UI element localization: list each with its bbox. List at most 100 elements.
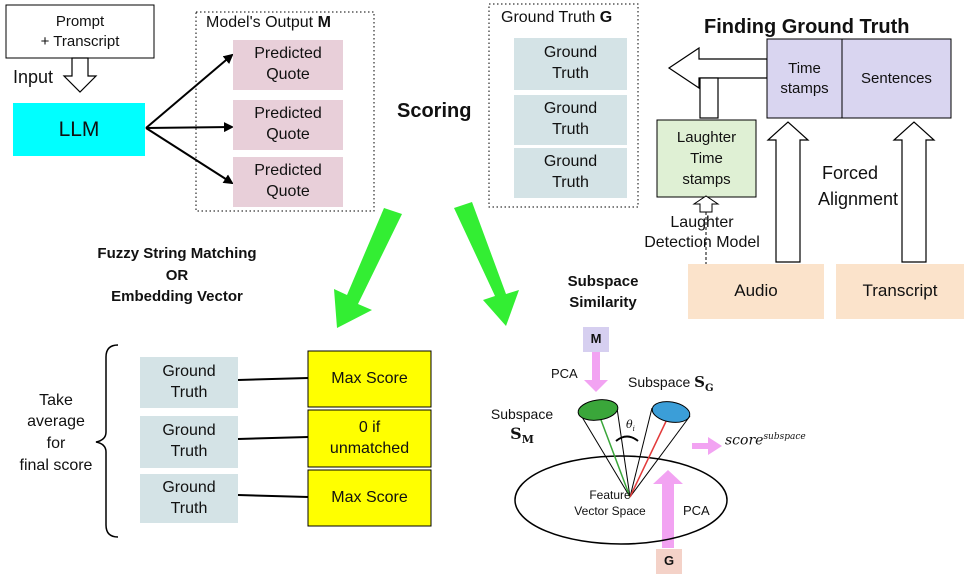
- model-output-title-text: Model's Output: [206, 14, 314, 31]
- feature-space-line2: Vector Space: [574, 504, 646, 518]
- match-line-2: [237, 436, 309, 440]
- predicted-quote-2: Predicted Quote: [254, 105, 322, 143]
- bottom-ground-truth-1: Ground Truth: [162, 362, 216, 401]
- pca-bottom-label: PCA: [683, 503, 710, 518]
- score-max-2: Max Score: [331, 488, 408, 506]
- llm-arrow-bottom: [145, 127, 234, 185]
- take-average-label: Take average for final score: [8, 383, 104, 483]
- bottom-gt-bg-3: [140, 474, 238, 523]
- forced-alignment-line1: Forced: [822, 163, 879, 183]
- model-output-frame: [195, 11, 375, 212]
- cone-m-edge-2: [616, 407, 631, 498]
- timestamps-cell: Time stamps: [767, 39, 842, 118]
- prompt-line2: + Transcript: [40, 32, 120, 50]
- model-output-symbol: M: [317, 14, 331, 31]
- fuzzy-line3: Embedding Vector: [111, 288, 243, 306]
- prompt-line1: Prompt: [55, 13, 105, 30]
- pca-top-arrow: [584, 352, 608, 392]
- transcript-box: Transcript: [862, 281, 938, 301]
- laughter-ts-box: [656, 119, 757, 198]
- bottom-gt-bg-1: [140, 357, 238, 408]
- sentences-cell: Sentences: [861, 69, 932, 87]
- timestamps-line2: stamps: [780, 79, 829, 97]
- fuzzy-line1: Fuzzy String Matching: [97, 244, 257, 262]
- scoring-label: Scoring: [397, 100, 472, 122]
- ground-truth-symbol: G: [599, 9, 613, 26]
- audio-box: Audio: [734, 281, 778, 301]
- cone-g-cap: [651, 401, 691, 423]
- subspace-m-word: Subspace: [490, 406, 554, 423]
- laughter-ts-line2: Time: [690, 150, 723, 167]
- gt-bg-1: [514, 38, 627, 90]
- subspace-g-sub: G: [705, 382, 714, 394]
- llm-box: LLM: [58, 117, 100, 141]
- laughter-model-line2: Detection Model: [644, 234, 760, 251]
- predicted-quote-bg-2: [233, 100, 343, 150]
- green-arrow-right: [454, 202, 519, 326]
- sub-g-symbol: G: [663, 553, 675, 569]
- theta-label: θi: [626, 418, 635, 433]
- score-subspace-label: scoresubspace: [725, 432, 806, 449]
- subspace-m-symbol: S: [510, 423, 522, 443]
- input-arrow: [62, 57, 98, 93]
- subspace-similarity-line1: Subspace: [567, 273, 639, 290]
- subspace-m-sub: M: [521, 432, 534, 446]
- green-arrow-left: [334, 208, 402, 328]
- audio-up-arrow: [766, 121, 810, 263]
- score-subspace-sup: subspace: [763, 432, 806, 442]
- subspace-similarity-label: Subspace Similarity: [548, 270, 658, 314]
- audio-box-bg: [688, 264, 824, 319]
- finding-gt-title: Finding Ground Truth: [704, 16, 910, 38]
- pca-bottom-arrow: [653, 470, 683, 548]
- subspace-m-math: SM: [510, 424, 534, 447]
- laughter-model-line1: Laughter: [670, 214, 734, 231]
- sub-m-box: [583, 327, 609, 352]
- red-vector: [629, 412, 671, 498]
- cone-g-edge-1: [629, 407, 653, 498]
- prompt-box-border: [5, 4, 155, 59]
- laughter-ts: Laughter Time stamps: [657, 120, 756, 197]
- bottom-ground-truth-2: Ground Truth: [162, 422, 216, 460]
- take-average-line1: Take: [39, 391, 73, 409]
- gt-bg-3: [514, 148, 627, 198]
- sub-m-symbol: M: [590, 331, 602, 347]
- subspace-g-symbol: S: [694, 373, 706, 391]
- green-vector: [597, 411, 631, 498]
- score-subspace-base: score: [725, 432, 764, 449]
- cone-g-edge-2: [629, 415, 691, 498]
- take-average-line3: for: [46, 435, 66, 452]
- llm-box-bg: [13, 103, 145, 156]
- prompt-box: Prompt + Transcript: [6, 5, 154, 58]
- gt-bg-2: [514, 95, 627, 145]
- fuzzy-line2: OR: [165, 266, 189, 284]
- score-unmatched: 0 if unmatched: [329, 418, 410, 457]
- feature-space-label: Feature Vector Space: [555, 486, 665, 522]
- input-label: Input: [13, 67, 54, 87]
- laughter-model-label: Laughter Detection Model: [622, 213, 782, 253]
- fuzzy-label: Fuzzy String Matching OR Embedding Vecto…: [62, 238, 292, 313]
- subspace-m-label: Subspace SM: [478, 403, 566, 449]
- sub-g-box: [656, 549, 682, 574]
- subspace-g-word: Subspace: [628, 374, 691, 390]
- predicted-quote-bg-3: [233, 157, 343, 207]
- bottom-ground-truth-3: Ground Truth: [162, 478, 216, 517]
- score-box-2: [307, 409, 432, 468]
- timestamps-line1: Time: [788, 60, 821, 77]
- ground-truth-title-text: Ground Truth: [501, 9, 596, 26]
- laughter-model-arrow: [692, 195, 720, 213]
- cone-m-cap: [577, 399, 619, 421]
- subspace-similarity-line2: Similarity: [569, 294, 637, 311]
- cone-m-edge-1: [578, 411, 631, 498]
- take-average-line2: average: [27, 413, 85, 431]
- laughter-up-connector: [699, 77, 719, 119]
- model-output-title: Model's Output M: [206, 14, 331, 32]
- ground-truth-1: Ground Truth: [543, 44, 598, 82]
- score-box-3: [307, 469, 432, 527]
- forced-alignment-line2: Alignment: [818, 189, 899, 210]
- score-arrow: [692, 437, 722, 455]
- llm-arrow-top: [145, 53, 234, 129]
- feature-space-ellipse: [514, 455, 728, 545]
- laughter-ts-line1: Laughter: [676, 129, 737, 146]
- take-average-line4: final score: [19, 456, 93, 474]
